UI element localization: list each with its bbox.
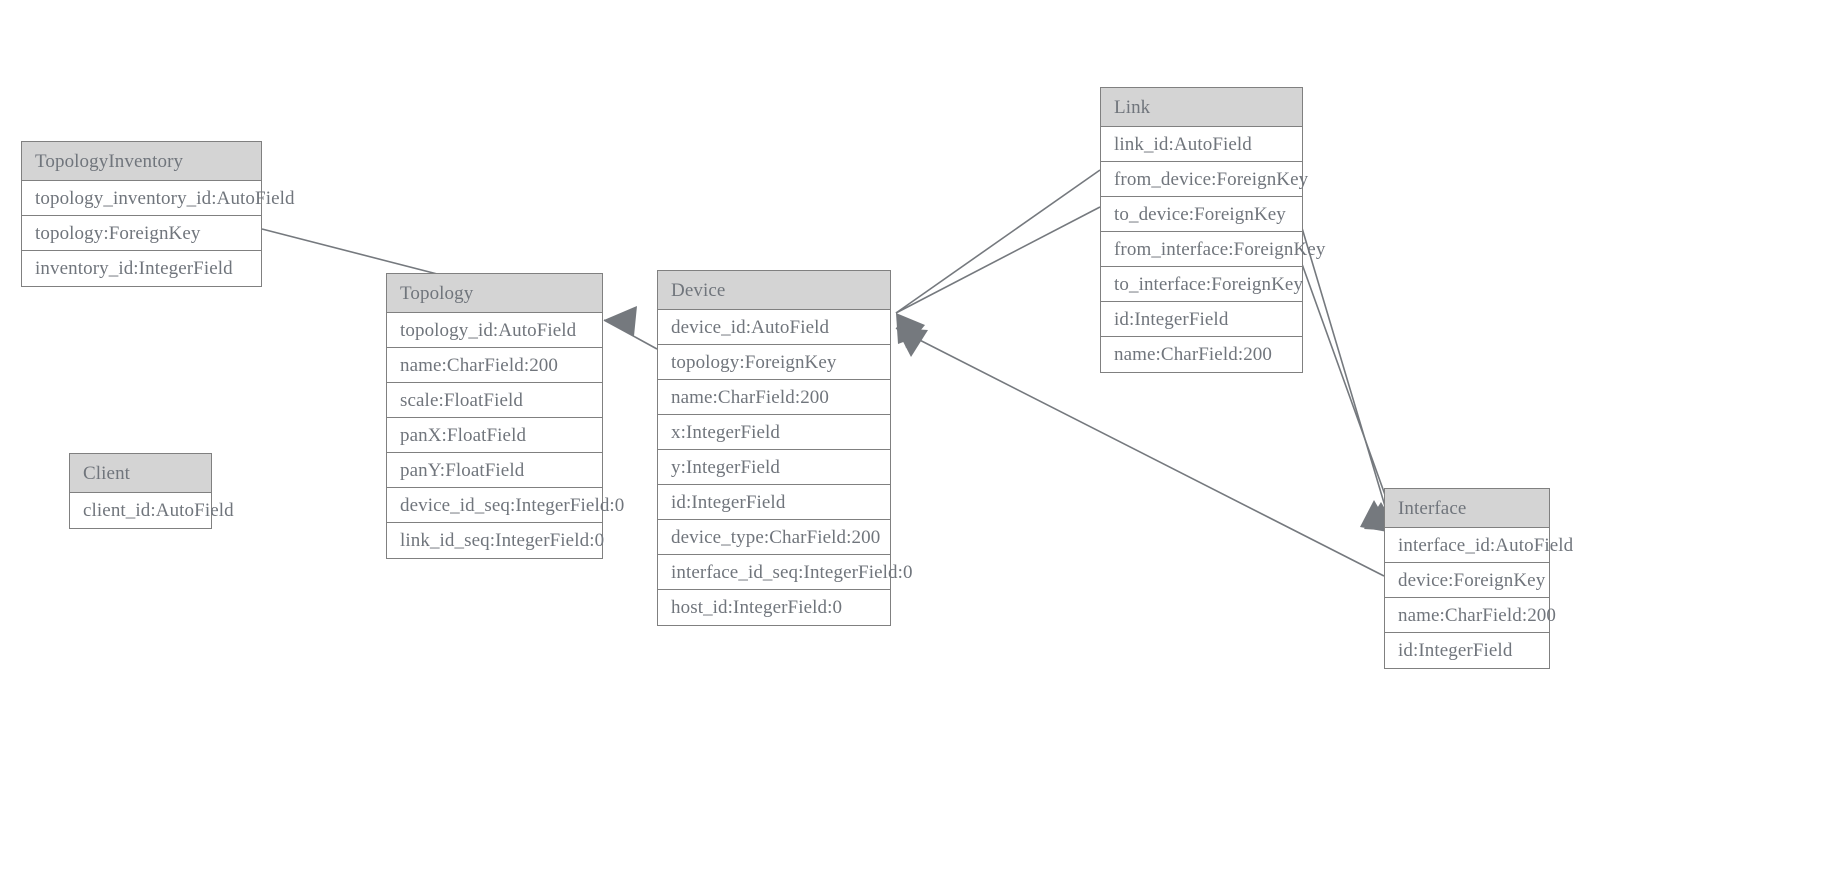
- entity-field[interactable]: y:IntegerField: [658, 450, 890, 485]
- relationship-line: [1301, 227, 1394, 534]
- entity-title-link: Link: [1101, 88, 1302, 127]
- relationship-arrowhead-icon: [896, 313, 922, 344]
- entity-field[interactable]: scale:FloatField: [387, 383, 602, 418]
- rel-link-from-interface: [1301, 227, 1394, 534]
- entity-field[interactable]: link_id:AutoField: [1101, 127, 1302, 162]
- entity-field[interactable]: to_device:ForeignKey: [1101, 197, 1302, 232]
- entity-field[interactable]: name:CharField:200: [1385, 598, 1556, 633]
- relationship-arrowhead-icon: [896, 313, 925, 348]
- entity-field[interactable]: interface_id:AutoField: [1385, 528, 1573, 563]
- entity-field[interactable]: topology_inventory_id:AutoField: [22, 181, 294, 216]
- rel-link-from-device: [895, 169, 1101, 344]
- entity-title-client: Client: [70, 454, 211, 493]
- relationship-line: [895, 169, 1101, 314]
- entity-field[interactable]: x:IntegerField: [658, 415, 890, 450]
- entity-field[interactable]: to_interface:ForeignKey: [1101, 267, 1303, 302]
- entity-field[interactable]: panX:FloatField: [387, 418, 602, 453]
- entity-field[interactable]: panY:FloatField: [387, 453, 602, 488]
- entity-field[interactable]: device_id_seq:IntegerField:0: [387, 488, 624, 523]
- entity-field[interactable]: topology:ForeignKey: [658, 345, 890, 380]
- entity-field[interactable]: client_id:AutoField: [70, 493, 234, 528]
- rel-device-topology: [603, 306, 658, 350]
- relationship-line: [603, 319, 658, 350]
- entity-field[interactable]: topology_id:AutoField: [387, 313, 602, 348]
- entity-title-topology: Topology: [387, 274, 602, 313]
- entity-field[interactable]: device:ForeignKey: [1385, 563, 1549, 598]
- relationship-arrowhead-icon: [896, 328, 928, 357]
- entity-field[interactable]: from_interface:ForeignKey: [1101, 232, 1325, 267]
- rel-link-to-device: [895, 206, 1101, 348]
- entity-field[interactable]: name:CharField:200: [387, 348, 602, 383]
- entity-field[interactable]: device_type:CharField:200: [658, 520, 890, 555]
- entity-field[interactable]: device_id:AutoField: [658, 310, 890, 345]
- entity-field[interactable]: id:IntegerField: [1101, 302, 1302, 337]
- entity-field[interactable]: id:IntegerField: [658, 485, 890, 520]
- entity-title-device: Device: [658, 271, 890, 310]
- entity-field[interactable]: interface_id_seq:IntegerField:0: [658, 555, 912, 590]
- entity-field[interactable]: inventory_id:IntegerField: [22, 251, 261, 286]
- entity-field[interactable]: topology:ForeignKey: [22, 216, 261, 251]
- entity-field[interactable]: name:CharField:200: [1101, 337, 1302, 372]
- entity-field[interactable]: link_id_seq:IntegerField:0: [387, 523, 604, 558]
- entity-field[interactable]: from_device:ForeignKey: [1101, 162, 1308, 197]
- relationship-arrowhead-icon: [604, 306, 637, 336]
- entity-field[interactable]: host_id:IntegerField:0: [658, 590, 890, 625]
- entity-title-topology_inventory: TopologyInventory: [22, 142, 261, 181]
- entity-field[interactable]: name:CharField:200: [658, 380, 890, 415]
- entity-title-interface: Interface: [1385, 489, 1549, 528]
- relationship-line: [895, 206, 1101, 314]
- entity-field[interactable]: id:IntegerField: [1385, 633, 1549, 668]
- entity-field-list-client: client_id:AutoField: [70, 493, 234, 528]
